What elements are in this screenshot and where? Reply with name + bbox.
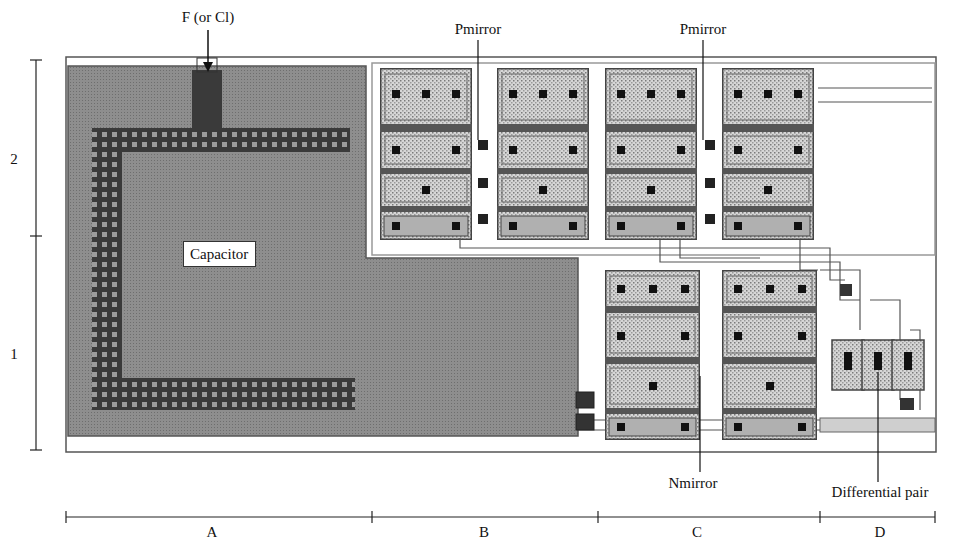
row-number: 2 [8,151,20,168]
column-letter: C [690,524,704,541]
capacitor-contact [92,128,350,152]
callout-label: Pmirror [453,21,504,38]
component-name: Capacitor [190,245,249,263]
capacitor-contact [92,378,355,410]
capacitor-contact [92,128,122,410]
column-letter: D [873,524,888,541]
via [576,414,594,430]
callout-label: Pmirror [678,21,729,38]
column-letter: A [205,524,220,541]
terminal-name: F (or Cl) [180,9,237,26]
row-number: 1 [8,346,20,363]
via [576,392,594,408]
cell-boundary [66,57,936,452]
callout-label: Nmirror [666,475,719,492]
terminal-contact [192,70,222,128]
axis [30,60,935,523]
column-letter: B [477,524,491,541]
callout-label: Differential pair [830,484,931,501]
leader-line [478,40,878,482]
terminal-wire [197,58,217,72]
component-label-box: Capacitor [183,241,256,267]
arrowhead [203,62,213,72]
region-outline [372,63,935,255]
leader-line [207,30,209,66]
